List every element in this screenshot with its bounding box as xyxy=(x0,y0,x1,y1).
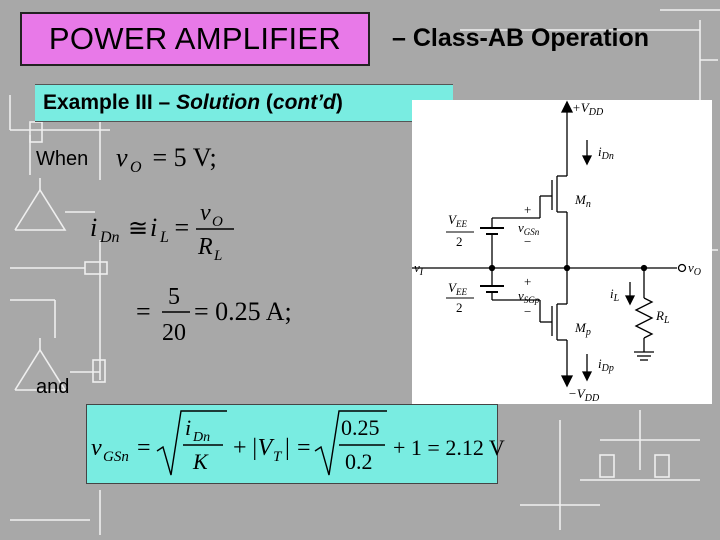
subtitle-bar: Example III – Solution (cont’d) xyxy=(35,84,453,122)
rl-label: RL xyxy=(655,308,670,326)
svg-text:v: v xyxy=(116,143,128,172)
vo-label: vO xyxy=(688,260,701,278)
svg-text:Dn: Dn xyxy=(99,229,120,246)
svg-text:20: 20 xyxy=(162,320,186,346)
svg-text:O: O xyxy=(130,159,142,176)
vee-bottom-label: VEE xyxy=(448,280,467,297)
svg-text:R: R xyxy=(197,234,213,260)
svg-text:0.25: 0.25 xyxy=(341,415,380,440)
class-ab-circuit-diagram: +VDD iDn Mn VEE 2 + − vGSn vI vO VEE 2 +… xyxy=(412,100,712,404)
page-title-suffix: – Class-AB Operation xyxy=(392,24,650,52)
idp-label: iDp xyxy=(598,356,614,374)
vgsn-label: vGSn xyxy=(518,220,540,237)
svg-text:i: i xyxy=(90,213,97,242)
page-title: POWER AMPLIFIER xyxy=(48,21,342,56)
svg-text:5: 5 xyxy=(168,284,180,310)
equation-result-current: = 5 20 = 0.25 A; xyxy=(136,284,292,346)
subtitle-text: Example III – Solution (cont’d) xyxy=(43,91,343,114)
svg-text:=: = xyxy=(137,435,151,461)
when-label: When xyxy=(36,148,89,170)
svg-text:=: = xyxy=(136,297,151,326)
svg-text:|: | xyxy=(285,435,290,461)
svg-text:K: K xyxy=(192,449,209,474)
svg-text:+: + xyxy=(524,202,531,217)
svg-text:GSn: GSn xyxy=(103,449,129,465)
svg-text:+: + xyxy=(233,435,247,461)
svg-text:≅: ≅ xyxy=(122,216,154,242)
svg-text:O: O xyxy=(212,214,223,230)
svg-text:L: L xyxy=(159,229,169,246)
vee-top-label: VEE xyxy=(448,212,467,229)
equation-idn: i Dn ≅ i L = v O R L xyxy=(90,200,234,264)
svg-text:T: T xyxy=(273,449,283,465)
and-label: and xyxy=(36,376,70,398)
title-box: POWER AMPLIFIER xyxy=(20,12,370,66)
svg-text:v: v xyxy=(91,435,102,461)
equation-vgsn-box: v GSn = i Dn K + |V T | = 0.25 0.2 + 1 =… xyxy=(86,404,505,484)
svg-text:i: i xyxy=(185,415,191,440)
vi-label: vI xyxy=(414,260,424,278)
svg-text:0.2: 0.2 xyxy=(345,449,373,474)
il-label: iL xyxy=(610,286,620,304)
mn-label: Mn xyxy=(574,192,591,210)
equation-vgsn: v GSn = i Dn K + |V T | = 0.25 0.2 + 1 =… xyxy=(91,410,505,476)
svg-text:Dn: Dn xyxy=(192,430,210,445)
svg-text:= 5 V;: = 5 V; xyxy=(146,143,217,172)
svg-text:2: 2 xyxy=(456,234,463,249)
svg-text:=: = xyxy=(168,213,196,242)
vdd-label: +VDD xyxy=(572,100,604,118)
equation-vo: v O = 5 V; xyxy=(116,143,217,176)
svg-text:−: − xyxy=(524,234,531,249)
svg-text:L: L xyxy=(213,248,222,264)
svg-text:|V: |V xyxy=(251,435,275,461)
svg-text:v: v xyxy=(200,200,211,226)
svg-text:=: = xyxy=(297,435,311,461)
vsgp-label: vSGp xyxy=(518,288,540,305)
vss-label: −VDD xyxy=(568,386,600,404)
svg-text:−: − xyxy=(524,304,531,319)
svg-text:= 0.25 A;: = 0.25 A; xyxy=(194,297,292,326)
svg-text:+: + xyxy=(524,274,531,289)
mp-label: Mp xyxy=(574,320,591,338)
svg-text:i: i xyxy=(150,213,157,242)
svg-text:+ 1 = 2.12 V: + 1 = 2.12 V xyxy=(393,435,505,460)
svg-text:2: 2 xyxy=(456,300,463,315)
idn-label: iDn xyxy=(598,144,614,162)
